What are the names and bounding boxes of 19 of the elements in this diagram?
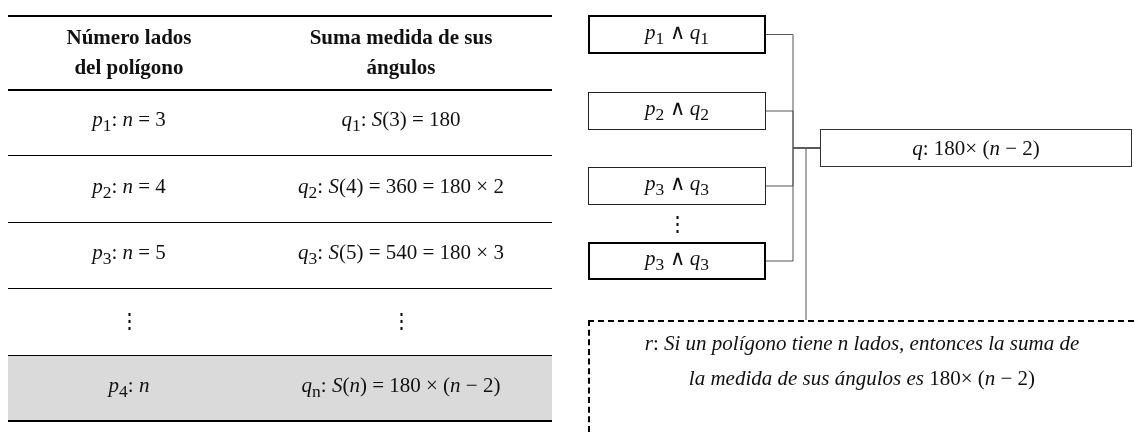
table-cell-text: q$_{2}$: S(4) = 360 = 180 × 2	[298, 173, 504, 204]
statement-box: r: Si un polígono tiene n lados, entonces la suma de la medida de sus ángulos es 180× (n − 2)	[588, 320, 1134, 432]
table-cell-text: ⋮	[390, 309, 412, 334]
table-cell-text: p$_{1}$: n = 3	[92, 107, 166, 137]
process-box: p$_{1}$ ∧ q$_{1}$	[588, 15, 766, 54]
process-box: p$_{3}$ ∧ q$_{3}$	[588, 167, 766, 205]
table-cell-text: p$_{4}$: n	[108, 372, 150, 403]
table-cell-text: q$_{3}$: S(5) = 540 = 180 × 3	[298, 240, 504, 270]
process-box: p$_{3}$ ∧ q$_{3}$	[588, 242, 766, 280]
table-cell-text: q$_{1}$: S(3) = 180	[341, 107, 461, 137]
table-cell-text: ⋮	[118, 309, 140, 334]
table-cell-text: p$_{3}$: n = 5	[92, 240, 166, 270]
ellipsis-dots: ⋮	[667, 212, 688, 236]
table-cell-text: p$_{2}$: n = 4	[92, 173, 166, 204]
process-box: p$_{2}$ ∧ q$_{2}$	[588, 92, 766, 130]
column-header: Número lados del polígono	[65, 23, 193, 81]
table-cell-text: q$_{n}$: S(n) = 180 × (n − 2)	[301, 372, 501, 403]
column-header: Suma medida de sus ángulos	[308, 23, 494, 81]
conclusion-box: q: 180× (n − 2)	[820, 129, 1132, 167]
